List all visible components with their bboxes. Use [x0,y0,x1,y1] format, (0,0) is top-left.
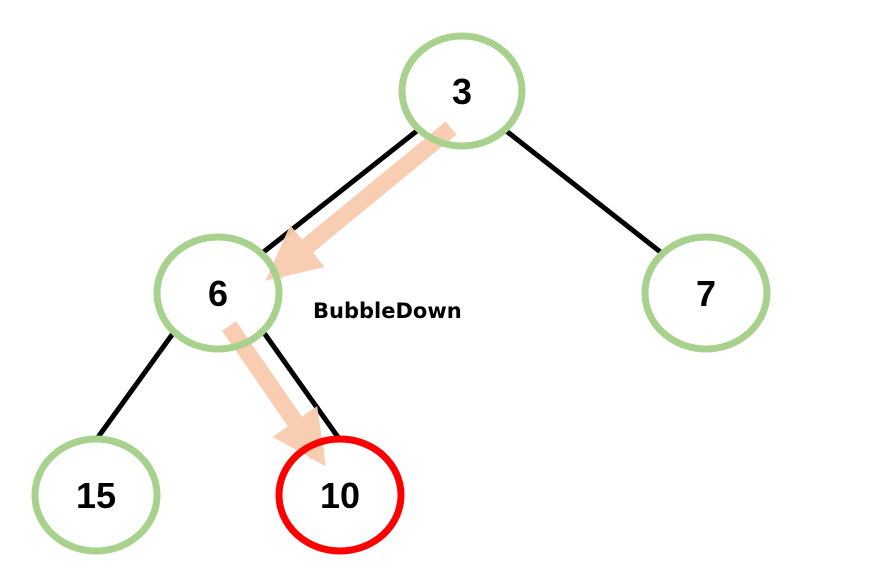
bubble-down-arrows [222,121,457,467]
node-value: 15 [76,475,116,516]
heap-node: 15 [31,435,161,555]
node-circle [641,233,771,353]
bubble-arrow-3-to-6 [265,121,457,281]
heap-node-highlighted: 10 [275,435,405,555]
node-circle [153,233,283,353]
heap-node: 6 [153,233,283,353]
heap-node: 7 [641,233,771,353]
bubble-down-label: BubbleDown [313,299,462,323]
tree-nodes: 3 6 7 15 10 [31,32,771,555]
node-value: 3 [452,71,472,112]
node-value: 6 [208,273,228,314]
heap-node: 3 [398,32,526,150]
edge-6-10 [259,328,343,442]
node-value: 7 [696,273,716,314]
edge-3-6 [259,128,420,256]
edge-6-15 [93,330,177,442]
node-value: 10 [320,475,360,516]
node-circle [31,435,161,555]
node-circle [398,32,526,150]
node-circle-highlighted [275,435,405,555]
edge-3-7 [503,128,665,256]
